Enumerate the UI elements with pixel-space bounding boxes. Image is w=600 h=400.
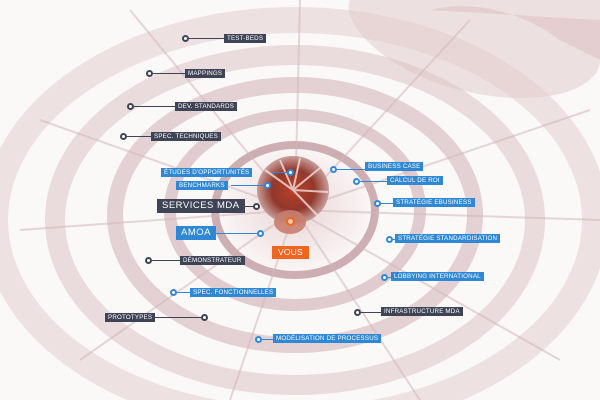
- center-dot-icon: [286, 217, 295, 226]
- label-benchmarks[interactable]: BENCHMARKS: [176, 181, 228, 190]
- label-calcul-roi[interactable]: CALCUL DE ROI: [387, 176, 443, 185]
- connector-line: [127, 136, 152, 137]
- label-mappings[interactable]: MAPPINGS: [185, 69, 225, 78]
- label-business-case[interactable]: BUSINESS CASE: [365, 162, 423, 171]
- label-spec-techniques[interactable]: SPEC. TECHNIQUES: [151, 132, 221, 141]
- label-strategie-standardisation[interactable]: STRATÉGIE STANDARDISATION: [395, 234, 500, 243]
- connector-dot-icon: [374, 200, 381, 207]
- label-dev-standards[interactable]: DEV. STANDARDS: [175, 102, 237, 111]
- connector-dot-icon: [386, 236, 393, 243]
- label-modelisation-processus[interactable]: MODÉLISATION DE PROCESSUS: [273, 334, 381, 343]
- connector-dot-icon: [257, 230, 264, 237]
- connector-dot-icon: [381, 274, 388, 281]
- connector-line: [272, 172, 288, 173]
- connector-dot-icon: [354, 309, 361, 316]
- connector-dot-icon: [201, 314, 208, 321]
- connector-line: [361, 312, 382, 313]
- label-strategie-ebusiness[interactable]: STRATÉGIE eBUSINESS: [393, 198, 475, 207]
- connector-line: [177, 292, 191, 293]
- label-spec-fonctionnelles[interactable]: SPEC. FONCTIONNELLES: [190, 288, 276, 297]
- connector-dot-icon: [145, 257, 152, 264]
- connector-line: [231, 185, 265, 186]
- connector-dot-icon: [146, 70, 153, 77]
- connector-dot-icon: [330, 166, 337, 173]
- connector-dot-icon: [120, 133, 127, 140]
- connector-line: [153, 73, 186, 74]
- connector-line: [152, 317, 202, 318]
- connector-line: [214, 233, 258, 234]
- connector-dot-icon: [287, 169, 294, 176]
- label-vous[interactable]: VOUS: [272, 246, 309, 259]
- label-test-beds[interactable]: TEST-BEDS: [224, 34, 266, 43]
- connector-dot-icon: [182, 35, 189, 42]
- label-amoa[interactable]: AMOA: [176, 226, 216, 240]
- connector-dot-icon: [264, 182, 271, 189]
- label-prototypes[interactable]: PROTOTYPES: [105, 313, 155, 322]
- label-infrastructure-mda[interactable]: INFRASTRUCTURE MDA: [381, 307, 463, 316]
- connector-dot-icon: [127, 103, 134, 110]
- connector-line: [189, 38, 225, 39]
- connector-dot-icon: [170, 289, 177, 296]
- connector-line: [360, 181, 388, 182]
- connector-dot-icon: [353, 178, 360, 185]
- label-lobbying-international[interactable]: LOBBYING INTERNATIONAL: [391, 272, 484, 281]
- label-etudes-opportunites[interactable]: ÉTUDES D'OPPORTUNITÉS: [161, 168, 252, 177]
- connector-dot-icon: [255, 336, 262, 343]
- label-demonstrateur[interactable]: DÉMONSTRATEUR: [180, 256, 245, 265]
- connector-line: [337, 169, 366, 170]
- connector-line: [134, 106, 176, 107]
- connector-line: [152, 260, 181, 261]
- label-services-mda[interactable]: SERVICES MDA: [157, 199, 245, 213]
- connector-dot-icon: [253, 203, 260, 210]
